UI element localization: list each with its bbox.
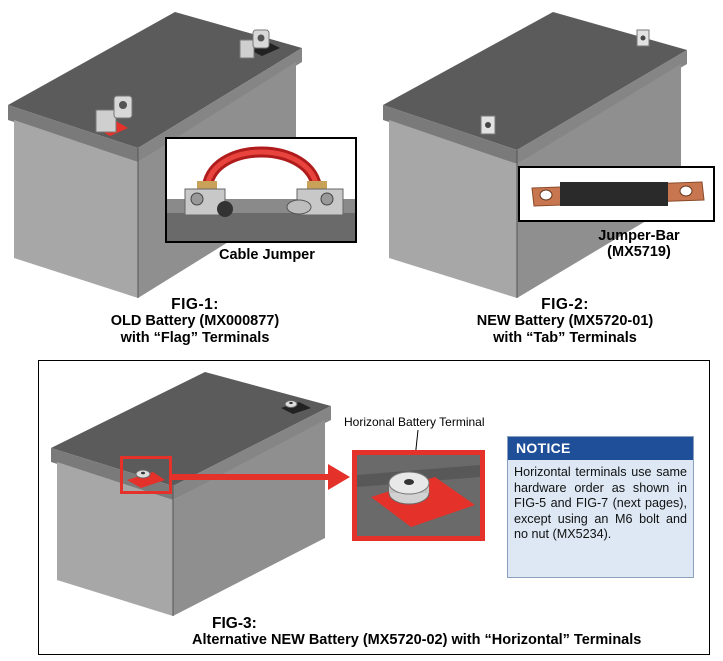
fig2-line2: with “Tab” Terminals <box>493 330 637 346</box>
notice-title: NOTICE <box>508 437 693 460</box>
fig2-number: FIG-2: <box>541 296 589 313</box>
jumper-bar-label: Jumper-Bar (MX5719) <box>594 228 684 260</box>
fig1-cable-jumper-inset <box>165 137 357 243</box>
fig1-caption: FIG-1: OLD Battery (MX000877) with “Flag… <box>60 296 330 347</box>
fig1-line2: with “Flag” Terminals <box>120 330 270 346</box>
cable-jumper-label: Cable Jumper <box>219 247 315 263</box>
fig2-line1: NEW Battery (MX5720-01) <box>476 313 654 329</box>
cable-jumper-illustration <box>167 146 355 241</box>
jumper-bar-label-line2: (MX5719) <box>607 244 671 260</box>
fig3-frame <box>38 360 710 655</box>
flag-terminal-icon <box>239 29 280 59</box>
fig1-line1: OLD Battery (MX000877) <box>110 313 280 329</box>
fig3-battery-illustration <box>51 372 331 616</box>
fig2-caption: FIG-2: NEW Battery (MX5720-01) with “Tab… <box>430 296 700 347</box>
fig1-number: FIG-1: <box>171 296 219 313</box>
flag-terminal-icon <box>95 95 133 136</box>
arrow-right-icon <box>172 464 350 490</box>
jumper-bar-label-line1: Jumper-Bar <box>598 228 680 244</box>
horizontal-terminal-closeup-illustration <box>357 455 480 536</box>
horizontal-terminal-icon <box>127 469 165 488</box>
notice-box: NOTICE Horizontal terminals use same har… <box>507 436 694 578</box>
fig2-jumper-bar-inset <box>518 166 715 222</box>
horizontal-terminal-icon <box>281 400 311 414</box>
tab-terminal-icon <box>480 115 496 135</box>
terminal-closeup <box>352 450 485 541</box>
notice-body: Horizontal terminals use same hardware o… <box>514 465 687 542</box>
fig3-number: FIG-3: <box>212 615 257 632</box>
tab-terminal-icon <box>636 29 650 47</box>
fig3-line1: Alternative NEW Battery (MX5720-02) with… <box>192 632 642 648</box>
horizontal-terminal-callout-label: Horizonal Battery Terminal <box>344 415 485 429</box>
jumper-bar-illustration <box>531 181 705 207</box>
terminal-highlight-box <box>120 456 172 494</box>
